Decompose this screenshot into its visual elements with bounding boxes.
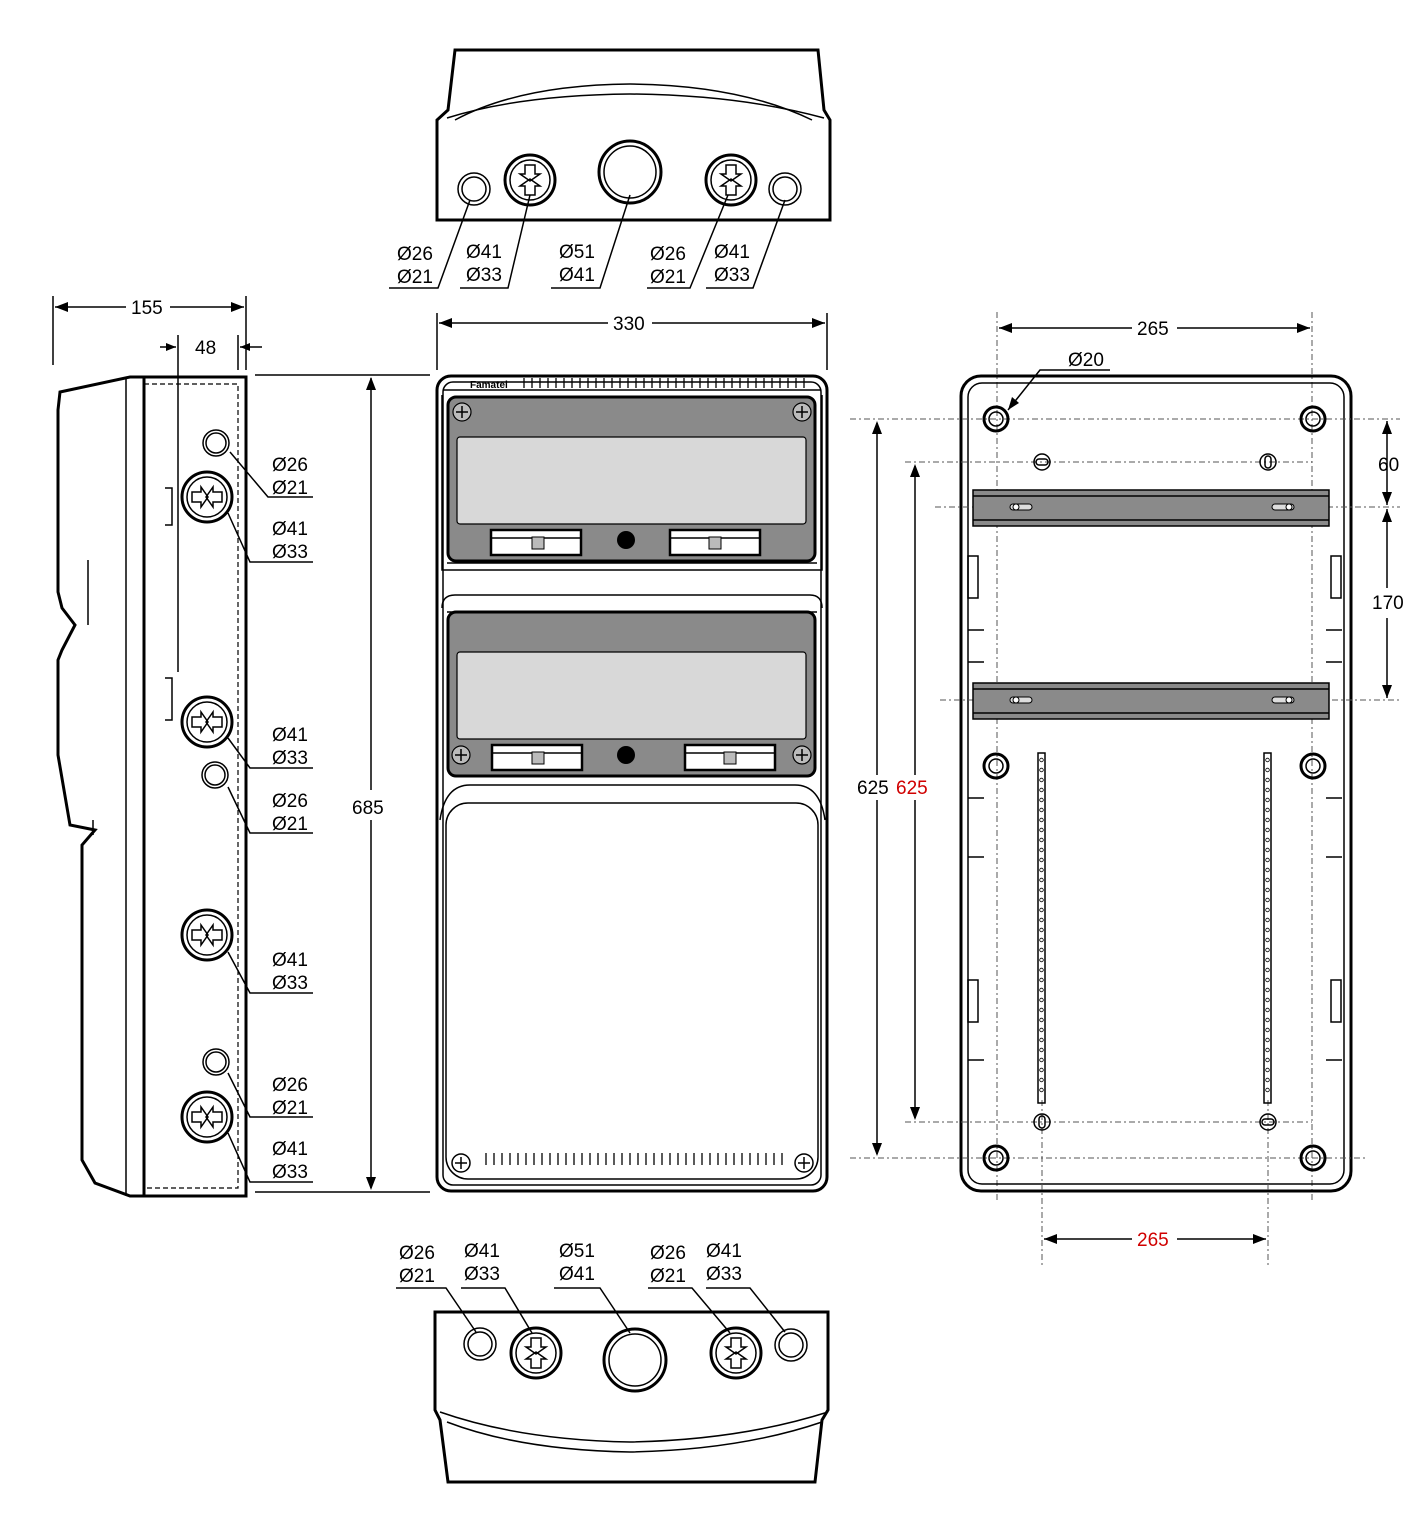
- side-label-4-inner: Ø21: [272, 814, 308, 835]
- side-label-7-outer: Ø41: [272, 1139, 308, 1160]
- display-window: [456, 436, 807, 525]
- rear-height-right: 625: [896, 778, 928, 799]
- knockout-41-icon: [180, 1090, 234, 1144]
- knockout-26-icon: [774, 1328, 808, 1362]
- knockout-41-icon: [503, 153, 557, 207]
- din-rail: [972, 489, 1330, 527]
- screw-icon: [451, 1153, 471, 1173]
- perforated-strip: [1039, 757, 1270, 1093]
- rear-gap-top: 60: [1378, 455, 1399, 476]
- rear-bottom-width: 265: [1137, 1230, 1169, 1251]
- side-label-2-inner: Ø33: [272, 542, 308, 563]
- mounting-hole-icon: [1299, 1144, 1327, 1172]
- ventilation-ticks: [485, 1153, 783, 1165]
- side-label-6-outer: Ø26: [272, 1075, 308, 1096]
- rear-view: 265 Ø20: [850, 312, 1404, 1265]
- top-label-1-outer: Ø26: [397, 244, 433, 265]
- screw-icon: [792, 745, 812, 765]
- side-label-2-outer: Ø41: [272, 519, 308, 540]
- knockout-26-icon: [202, 429, 230, 457]
- side-label-5-inner: Ø33: [272, 973, 308, 994]
- bottom-label-1-outer: Ø26: [399, 1243, 435, 1264]
- top-label-2-inner: Ø33: [466, 265, 502, 286]
- switch-icon: [683, 743, 777, 772]
- height-dimension: 685: [352, 798, 384, 819]
- side-label-3-outer: Ø41: [272, 725, 308, 746]
- din-rail: [972, 682, 1330, 720]
- switch-icon: [489, 528, 583, 557]
- mounting-hole-icon: [1299, 405, 1327, 433]
- bottom-label-5-inner: Ø33: [706, 1264, 742, 1285]
- top-label-3-inner: Ø41: [559, 265, 595, 286]
- rear-top-width: 265: [1137, 319, 1169, 340]
- side-label-1-inner: Ø21: [272, 478, 308, 499]
- bottom-label-2-outer: Ø41: [464, 1241, 500, 1262]
- mounting-hole-icon: [982, 405, 1010, 433]
- top-label-4-outer: Ø26: [650, 244, 686, 265]
- side-view: 155 48 Ø26 Ø21 Ø41 Ø33: [52, 296, 430, 1198]
- knockout-26-icon: [201, 761, 229, 789]
- width-dimension: 330: [613, 314, 645, 335]
- knockout-41-icon: [180, 695, 234, 749]
- switch-icon: [490, 743, 584, 772]
- bottom-label-3-inner: Ø41: [559, 1264, 595, 1285]
- rear-height-left: 625: [857, 778, 889, 799]
- screw-icon: [794, 1153, 814, 1173]
- knockout-51-icon: [602, 1327, 668, 1393]
- front-view: 330 Famatel: [435, 313, 829, 1193]
- hole-diameter: Ø20: [1068, 350, 1104, 371]
- slot-icon: [1033, 1113, 1051, 1131]
- depth-dimension: 155: [131, 298, 163, 319]
- slot-icon: [1259, 453, 1277, 471]
- bottom-label-5-outer: Ø41: [706, 1241, 742, 1262]
- mounting-hole-icon: [1299, 752, 1327, 780]
- bottom-label-3-outer: Ø51: [559, 1241, 595, 1262]
- side-label-3-inner: Ø33: [272, 748, 308, 769]
- bottom-label-4-outer: Ø26: [650, 1243, 686, 1264]
- knockout-26-icon: [202, 1048, 230, 1076]
- screw-icon: [792, 402, 812, 422]
- bottom-label-1-inner: Ø21: [399, 1266, 435, 1287]
- switch-icon: [668, 528, 762, 557]
- knockout-41-icon: [704, 153, 758, 207]
- indicator-lamp-icon: [617, 531, 635, 549]
- side-label-6-inner: Ø21: [272, 1098, 308, 1119]
- knockout-41-icon: [180, 908, 234, 962]
- knockout-41-icon: [509, 1326, 563, 1380]
- bottom-view: Ø26 Ø21 Ø41 Ø33 Ø51 Ø41 Ø26 Ø21 Ø41 Ø33: [396, 1241, 830, 1484]
- top-label-4-inner: Ø21: [650, 267, 686, 288]
- bottom-label-4-inner: Ø21: [650, 1266, 686, 1287]
- bottom-label-2-inner: Ø33: [464, 1264, 500, 1285]
- mounting-hole-icon: [982, 1144, 1010, 1172]
- knockout-41-icon: [709, 1326, 763, 1380]
- mounting-hole-icon: [982, 752, 1010, 780]
- rail-spacing: 170: [1372, 593, 1404, 614]
- indicator-lamp-icon: [617, 746, 635, 764]
- top-label-5-inner: Ø33: [714, 265, 750, 286]
- top-label-5-outer: Ø41: [714, 242, 750, 263]
- side-label-4-outer: Ø26: [272, 791, 308, 812]
- display-window: [456, 651, 807, 740]
- knockout-41-icon: [180, 470, 234, 524]
- knockout-51-icon: [597, 139, 663, 205]
- screw-icon: [452, 402, 472, 422]
- top-view: Ø26 Ø21 Ø41 Ø33 Ø51 Ø41 Ø26 Ø21 Ø41 Ø33: [389, 48, 832, 289]
- rail-offset-dimension: 48: [195, 338, 216, 359]
- slot-icon: [1033, 453, 1051, 471]
- top-label-3-outer: Ø51: [559, 242, 595, 263]
- brand-label: Famatel: [470, 380, 508, 391]
- knockout-26-icon: [463, 1327, 497, 1361]
- side-label-7-inner: Ø33: [272, 1162, 308, 1183]
- top-label-1-inner: Ø21: [397, 267, 433, 288]
- slot-icon: [1259, 1113, 1277, 1131]
- ventilation-ticks: [523, 378, 805, 388]
- screw-icon: [451, 745, 471, 765]
- side-label-1-outer: Ø26: [272, 455, 308, 476]
- top-label-2-outer: Ø41: [466, 242, 502, 263]
- knockout-26-icon: [457, 172, 491, 206]
- side-label-5-outer: Ø41: [272, 950, 308, 971]
